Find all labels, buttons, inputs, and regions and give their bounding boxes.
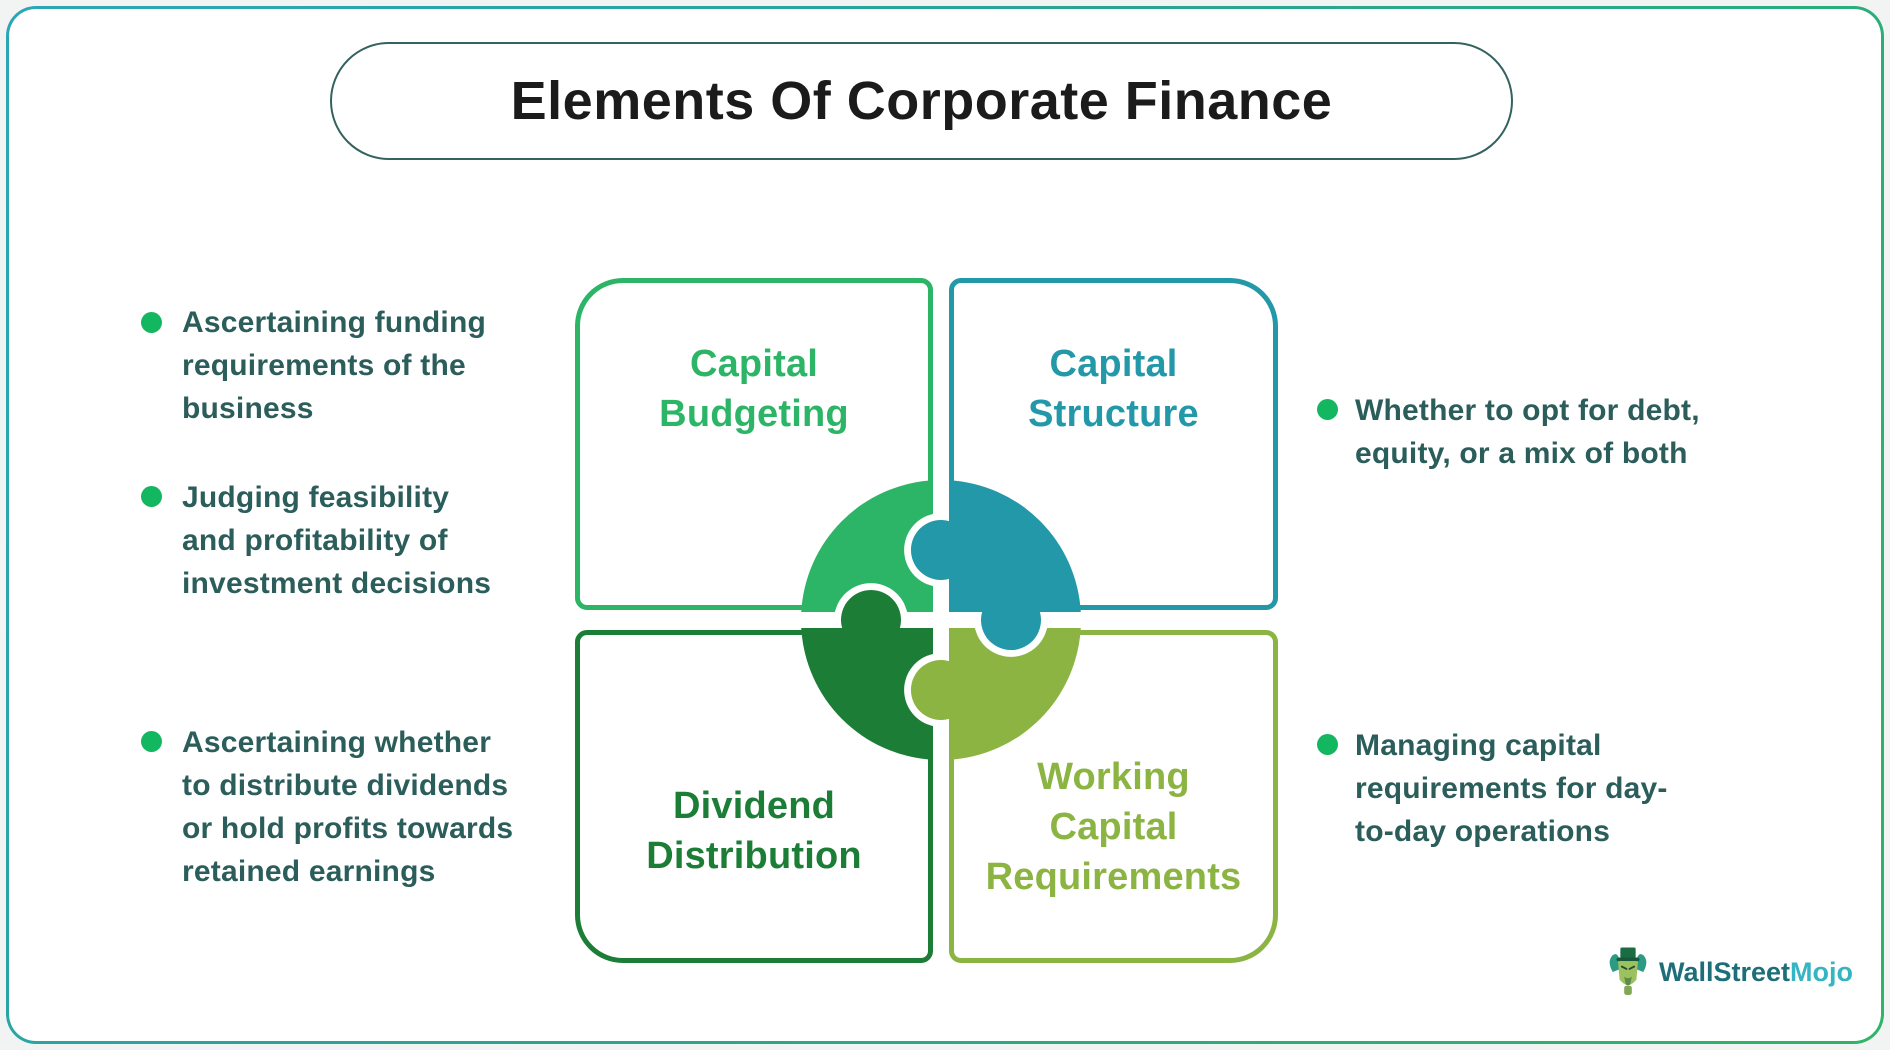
logo-wallstreet-text: WallStreet bbox=[1659, 956, 1791, 987]
bullet-judging-feasibility: Judging feasibility and profitability of… bbox=[182, 481, 492, 600]
page-title: Elements Of Corporate Finance bbox=[510, 71, 1333, 131]
puzzle-piece-capital-structure bbox=[910, 480, 1081, 651]
bullet-debt-equity-mix: Whether to opt for debt, equity, or a mi… bbox=[1355, 394, 1700, 470]
title-pill: Elements Of Corporate Finance bbox=[330, 42, 1513, 160]
card-border: Elements Of Corporate Finance bbox=[6, 6, 1884, 1044]
bullet-dividend-decision: Ascertaining whether to distribute divid… bbox=[182, 726, 514, 888]
bullet-dot bbox=[1317, 399, 1338, 420]
bullet-funding-requirements: Ascertaining funding requirements of the… bbox=[182, 306, 486, 425]
label-working-capital-requirements: Working Capital Requirements bbox=[985, 756, 1242, 898]
bull-mascot-icon bbox=[1609, 947, 1647, 995]
bullet-dot bbox=[141, 486, 162, 507]
label-capital-structure: Capital Structure bbox=[1028, 343, 1199, 435]
bullet-dot bbox=[141, 312, 162, 333]
card: Elements Of Corporate Finance bbox=[9, 9, 1881, 1041]
logo-wordmark: WallStreetMojo bbox=[1659, 957, 1853, 988]
bullet-dot bbox=[1317, 734, 1338, 755]
bullet-dot bbox=[141, 731, 162, 752]
puzzle-center-graphic bbox=[801, 480, 1081, 760]
puzzle-piece-dividend-distribution bbox=[801, 589, 933, 760]
label-capital-budgeting: Capital Budgeting bbox=[659, 343, 849, 435]
puzzle-piece-working-capital bbox=[910, 628, 1081, 760]
quadrant-capital-budgeting-box bbox=[575, 278, 933, 610]
wallstreetmojo-logo: WallStreetMojo bbox=[1605, 945, 1853, 999]
puzzle-piece-capital-budgeting bbox=[801, 480, 933, 612]
bullet-managing-capital: Managing capital requirements for day- t… bbox=[1355, 729, 1668, 848]
logo-mojo-text: Mojo bbox=[1790, 956, 1854, 987]
label-dividend-distribution: Dividend Distribution bbox=[646, 785, 862, 877]
